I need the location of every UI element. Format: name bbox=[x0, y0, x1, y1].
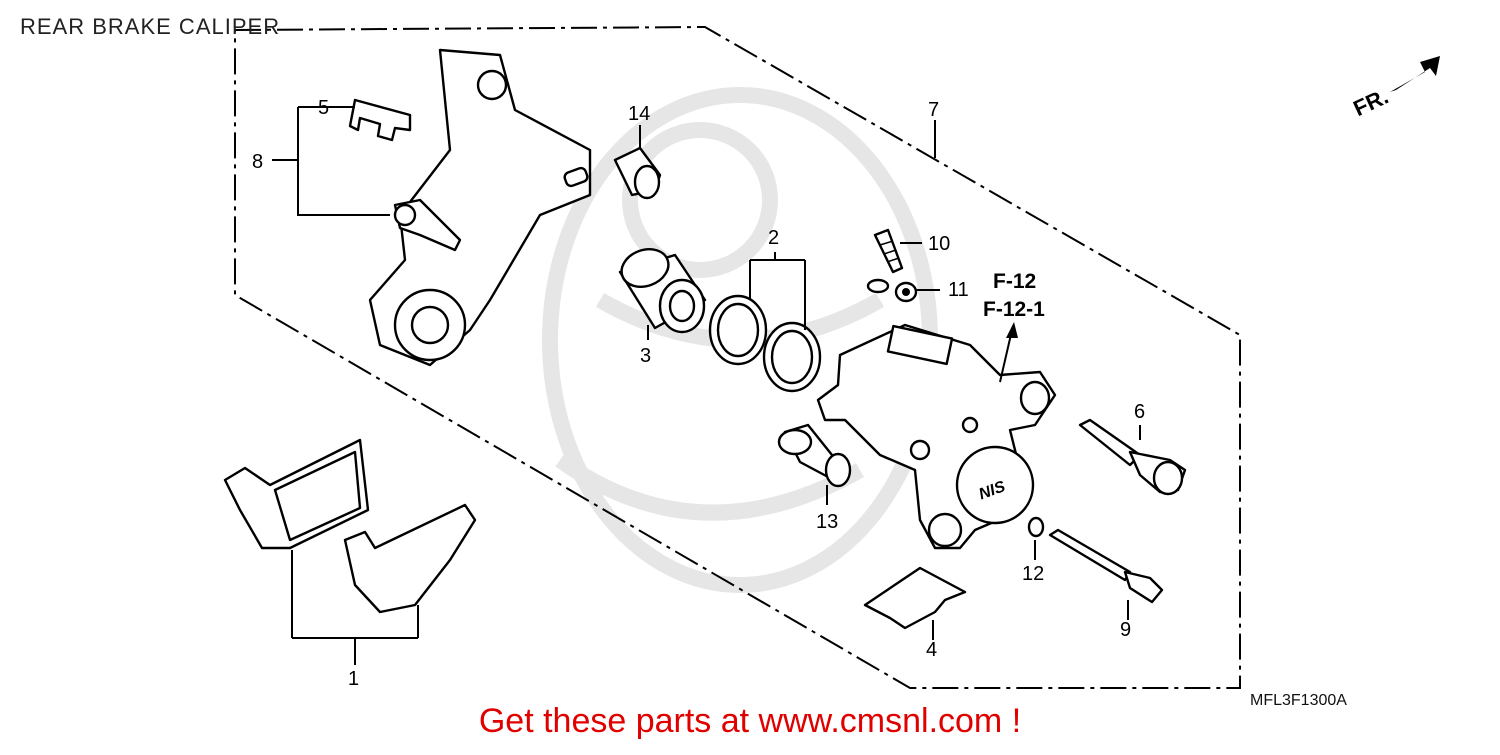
caliper-pin-bolt bbox=[1078, 418, 1187, 496]
callout-11: 11 bbox=[948, 279, 969, 301]
direction-arrow-icon: FR. bbox=[1349, 56, 1440, 121]
pad-spring bbox=[863, 566, 967, 630]
mounting-bolt bbox=[777, 423, 852, 488]
bleeder-cap bbox=[866, 278, 918, 303]
callout-7: 7 bbox=[928, 99, 939, 121]
leader-lines bbox=[272, 106, 1141, 665]
reference-labels: F-12 F-12-1 bbox=[983, 270, 1045, 321]
diagram-code: MFL3F1300A bbox=[1250, 692, 1347, 709]
bracket-clip bbox=[348, 98, 412, 142]
callout-12: 12 bbox=[1022, 563, 1044, 585]
diagram-title: REAR BRAKE CALIPER bbox=[20, 14, 281, 39]
pin-boot bbox=[613, 146, 662, 200]
piston bbox=[618, 247, 707, 334]
direction-label: FR. bbox=[1349, 84, 1392, 122]
callout-2: 2 bbox=[768, 227, 779, 249]
callout-3: 3 bbox=[640, 345, 651, 367]
caliper-body: NIS bbox=[816, 323, 1057, 550]
piston-seals bbox=[708, 294, 822, 393]
bleeder-screw bbox=[873, 228, 904, 274]
pad-pin bbox=[1048, 528, 1164, 604]
callout-6: 6 bbox=[1134, 401, 1145, 423]
callout-4: 4 bbox=[926, 639, 937, 661]
callout-9: 9 bbox=[1120, 619, 1131, 641]
reference-f12: F-12 bbox=[993, 270, 1036, 293]
reference-f12-1: F-12-1 bbox=[983, 298, 1045, 321]
callout-5: 5 bbox=[318, 97, 329, 119]
callout-14: 14 bbox=[628, 103, 650, 125]
callout-1: 1 bbox=[348, 668, 359, 690]
washer bbox=[1027, 516, 1045, 538]
assembly-outline bbox=[234, 25, 1241, 689]
brake-pads bbox=[223, 438, 477, 614]
callout-labels: 1 2 3 4 5 6 7 8 9 10 11 12 13 14 bbox=[252, 97, 1145, 690]
callout-10: 10 bbox=[928, 233, 950, 255]
footer-link-text[interactable]: Get these parts at www.cmsnl.com ! bbox=[478, 702, 1022, 740]
callout-13: 13 bbox=[816, 511, 838, 533]
callout-8: 8 bbox=[252, 151, 263, 173]
caliper-bracket bbox=[368, 48, 592, 367]
